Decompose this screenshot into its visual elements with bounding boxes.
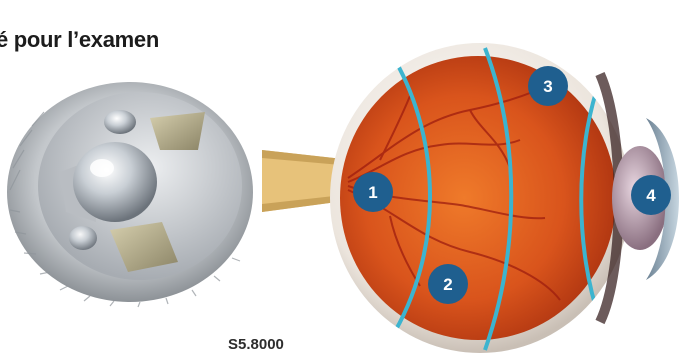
eye-diagram xyxy=(262,43,679,353)
product-code: S5.8000 xyxy=(228,336,284,353)
marker-1-label: 1 xyxy=(368,183,377,202)
marker-4: 4 xyxy=(631,175,671,215)
marker-3: 3 xyxy=(528,66,568,106)
marker-1: 1 xyxy=(353,172,393,212)
marker-3-label: 3 xyxy=(543,77,552,96)
marker-2-label: 2 xyxy=(443,275,452,294)
marker-4-label: 4 xyxy=(646,186,656,205)
marker-2: 2 xyxy=(428,264,468,304)
contact-lens-image xyxy=(7,82,253,307)
